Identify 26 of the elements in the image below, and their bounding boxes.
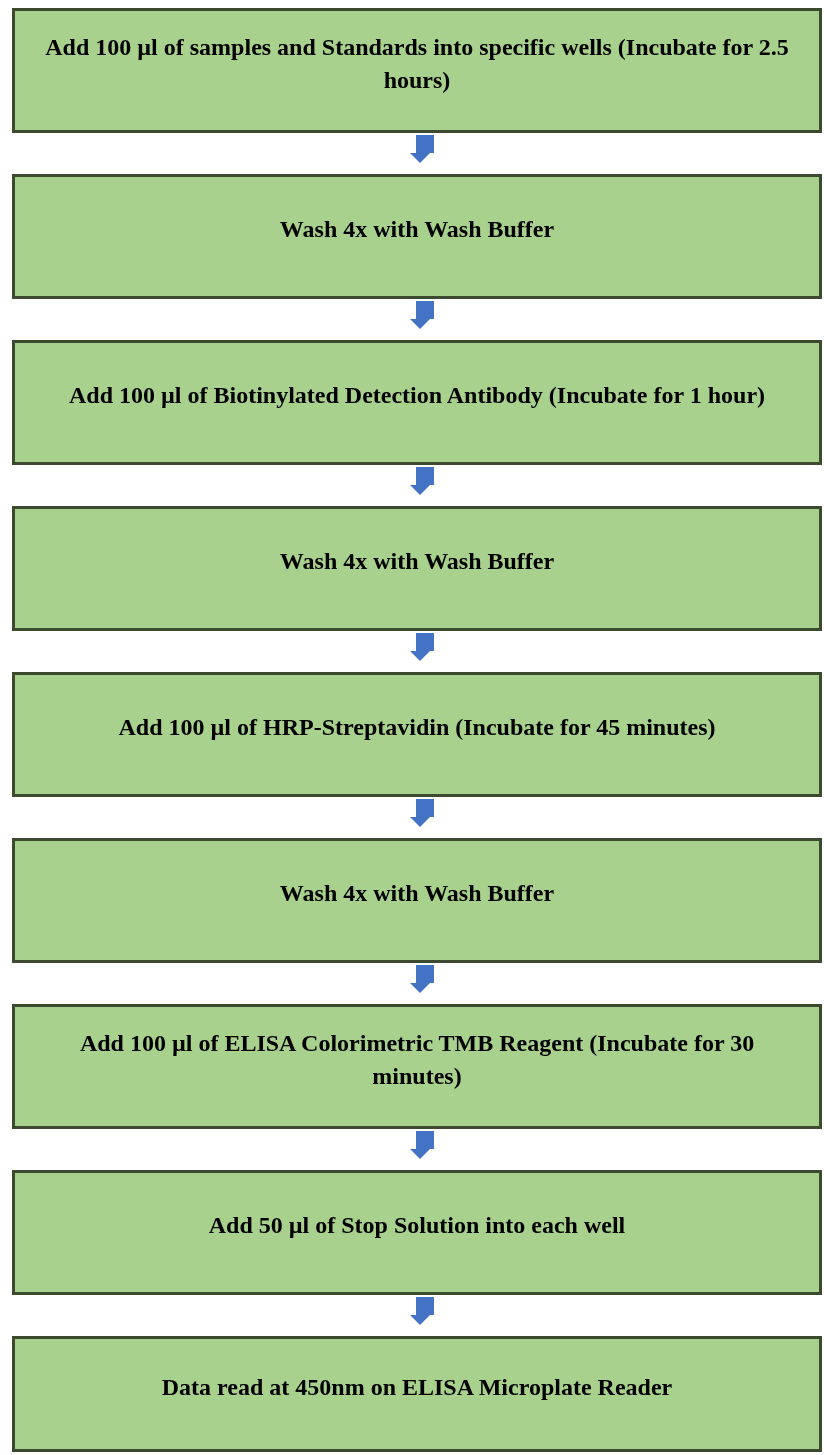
arrow — [410, 1131, 434, 1159]
process-box — [12, 506, 822, 631]
step-text: Add 100 µl of HRP-Streptavidin (Incubate for 45 minutes) — [118, 713, 716, 743]
arrow — [410, 965, 434, 993]
process-box — [12, 1004, 822, 1129]
process-box — [12, 1170, 822, 1295]
arrow — [410, 799, 434, 827]
process-box — [12, 838, 822, 963]
arrow — [410, 633, 434, 661]
process-box — [12, 1336, 822, 1452]
step-text: Add 100 µl of Biotinylated Detection Antibody (Incubate for 1 hour) — [68, 381, 766, 411]
process-box — [12, 340, 822, 465]
arrow — [410, 1297, 434, 1325]
arrow — [410, 301, 434, 329]
step-text: Wash 4x with Wash Buffer — [279, 879, 555, 909]
process-box — [12, 174, 822, 299]
step-text: Add 100 µl of samples and Standards into specific wells (Incubate for 2.5 hours) — [44, 33, 790, 95]
step-text: Add 100 µl of ELISA Colorimetric TMB Reagent (Incubate for 30 minutes) — [78, 1029, 756, 1091]
process-box — [12, 672, 822, 797]
arrow — [410, 135, 434, 163]
arrow — [410, 467, 434, 495]
process-box — [12, 8, 822, 133]
step-text: Wash 4x with Wash Buffer — [279, 215, 555, 245]
step-text: Add 50 µl of Stop Solution into each well — [208, 1211, 626, 1241]
step-text: Wash 4x with Wash Buffer — [279, 547, 555, 577]
step-text: Data read at 450nm on ELISA Microplate Reader — [161, 1372, 673, 1402]
